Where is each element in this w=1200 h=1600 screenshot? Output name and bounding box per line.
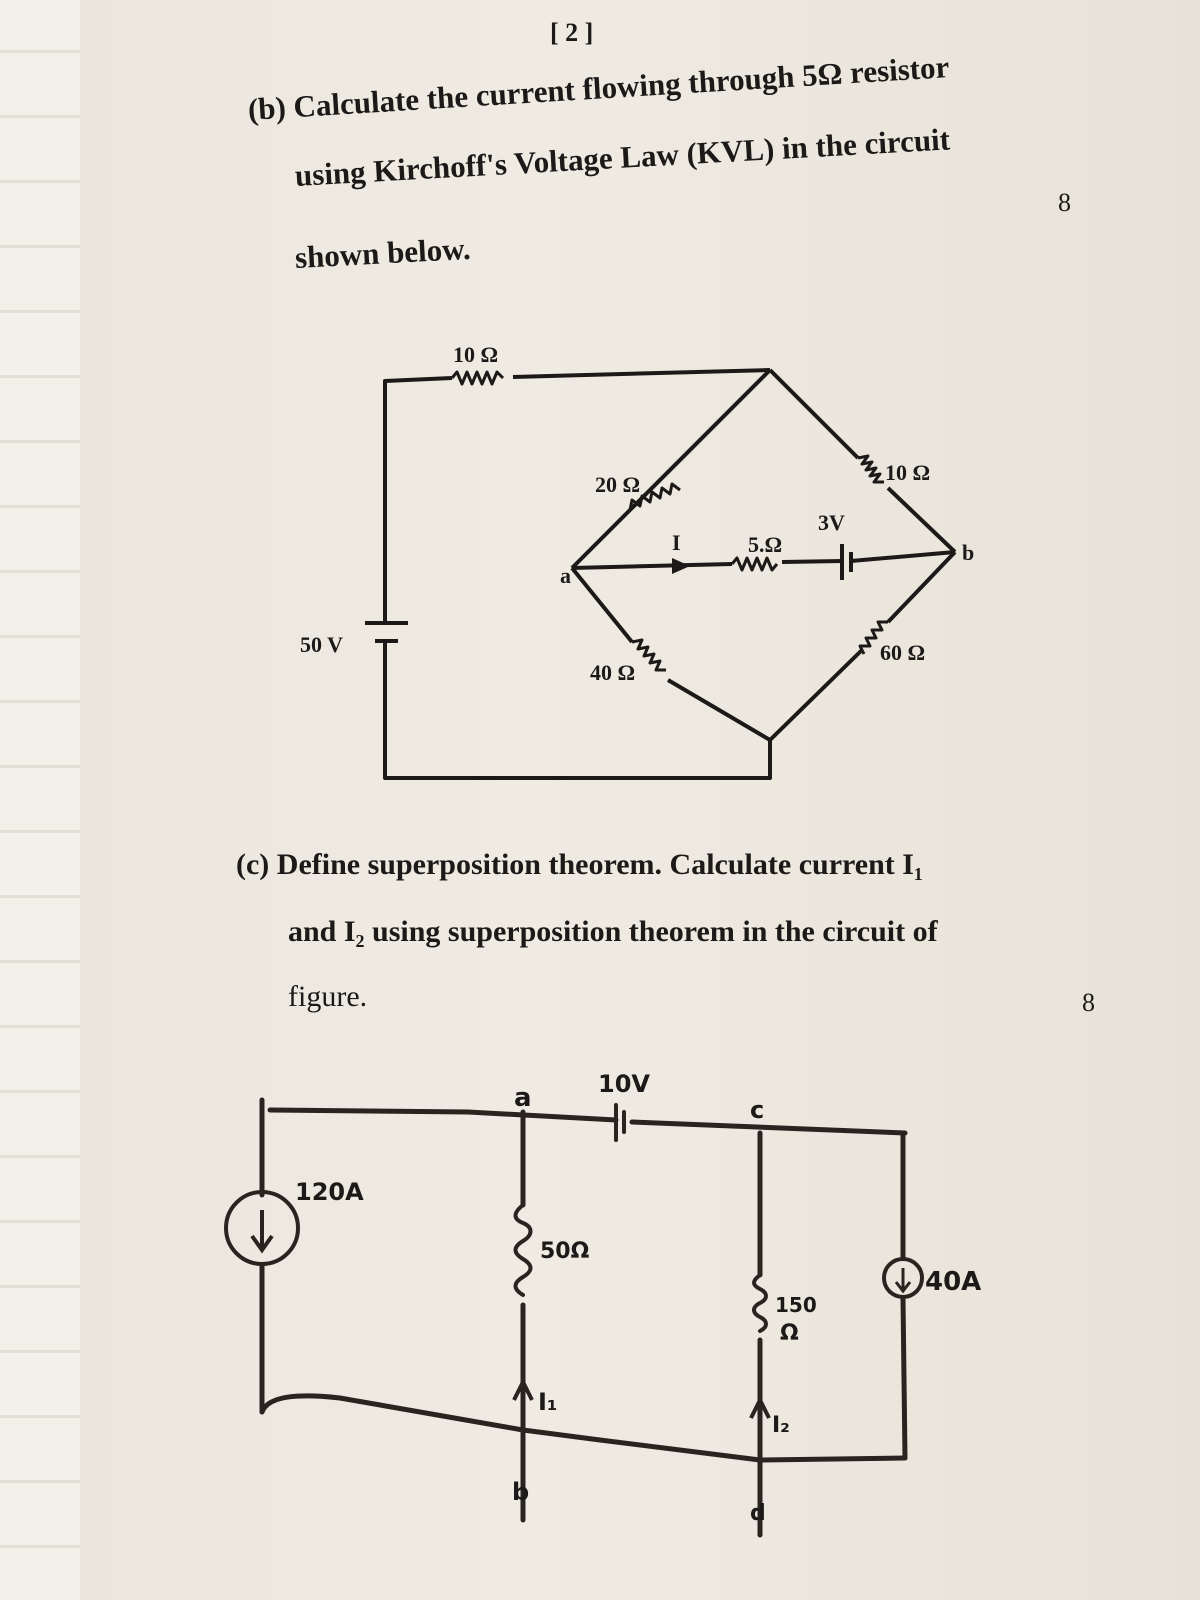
wire-left	[383, 376, 772, 780]
page-number: [ 2 ]	[550, 18, 594, 47]
branch-middle	[571, 550, 956, 570]
exam-page	[80, 0, 1200, 1600]
branch-20	[570, 368, 772, 570]
label-i1: I₁	[538, 1388, 557, 1416]
current-source-120a	[224, 1190, 300, 1266]
node-b: b	[512, 1478, 529, 1506]
branch-60	[768, 550, 957, 742]
label-120a: 120A	[295, 1178, 364, 1206]
arrow-down-icon	[250, 1210, 274, 1254]
label-50-ohm: 50Ω	[540, 1239, 590, 1264]
branch-10	[768, 368, 957, 554]
resistor-20	[628, 482, 681, 511]
battery-50v	[365, 621, 408, 643]
branch-40	[570, 566, 772, 742]
resistor-50	[513, 1203, 533, 1297]
resistor-10-right	[857, 454, 884, 484]
label-3v: 3V	[818, 510, 845, 535]
arrow-down-icon	[894, 1268, 912, 1294]
label-40: 40 Ω	[590, 660, 635, 685]
battery-3v	[840, 544, 853, 580]
question-c-marks: 8	[1082, 988, 1095, 1017]
label-20: 20 Ω	[595, 472, 640, 497]
node-c: c	[750, 1096, 764, 1124]
wire-right-source	[900, 1130, 908, 1461]
label-50v: 50 V	[300, 632, 343, 657]
label-5: 5.Ω	[748, 532, 782, 557]
current-i2-arrow-icon	[749, 1395, 771, 1419]
current-i1-arrow-icon	[512, 1377, 534, 1401]
question-c-line-3: figure.	[288, 980, 368, 1013]
current-source-40a	[882, 1257, 924, 1299]
label-current-i: I	[672, 530, 681, 555]
label-10-right: 10 Ω	[885, 460, 930, 485]
question-c-line-1: (c) Define superposition theorem. Calcul…	[236, 848, 923, 881]
node-a: a	[560, 563, 571, 588]
current-arrow-icon	[672, 558, 690, 574]
wire-top	[512, 368, 771, 379]
question-b-marks: 8	[1058, 188, 1071, 217]
label-60: 60 Ω	[880, 640, 925, 665]
label-40a: 40A	[925, 1267, 981, 1297]
resistor-10-series	[450, 370, 505, 386]
label-10-series: 10 Ω	[453, 342, 498, 367]
resistor-5	[730, 556, 779, 572]
wire-top	[267, 1107, 908, 1136]
label-10v: 10V	[598, 1070, 650, 1098]
label-i2: I₂	[772, 1413, 790, 1438]
battery-10v	[614, 1103, 626, 1142]
resistor-150	[752, 1273, 768, 1333]
node-b: b	[962, 540, 974, 565]
wire-bottom	[259, 1393, 908, 1463]
resistor-40	[631, 638, 666, 672]
node-d: d	[750, 1501, 766, 1526]
node-a: a	[514, 1083, 532, 1113]
question-c-line-2: and I₂ using superposition theorem in th…	[288, 915, 938, 948]
label-ohm: Ω	[780, 1321, 799, 1346]
resistor-60	[858, 620, 888, 655]
label-150: 150	[775, 1293, 817, 1317]
